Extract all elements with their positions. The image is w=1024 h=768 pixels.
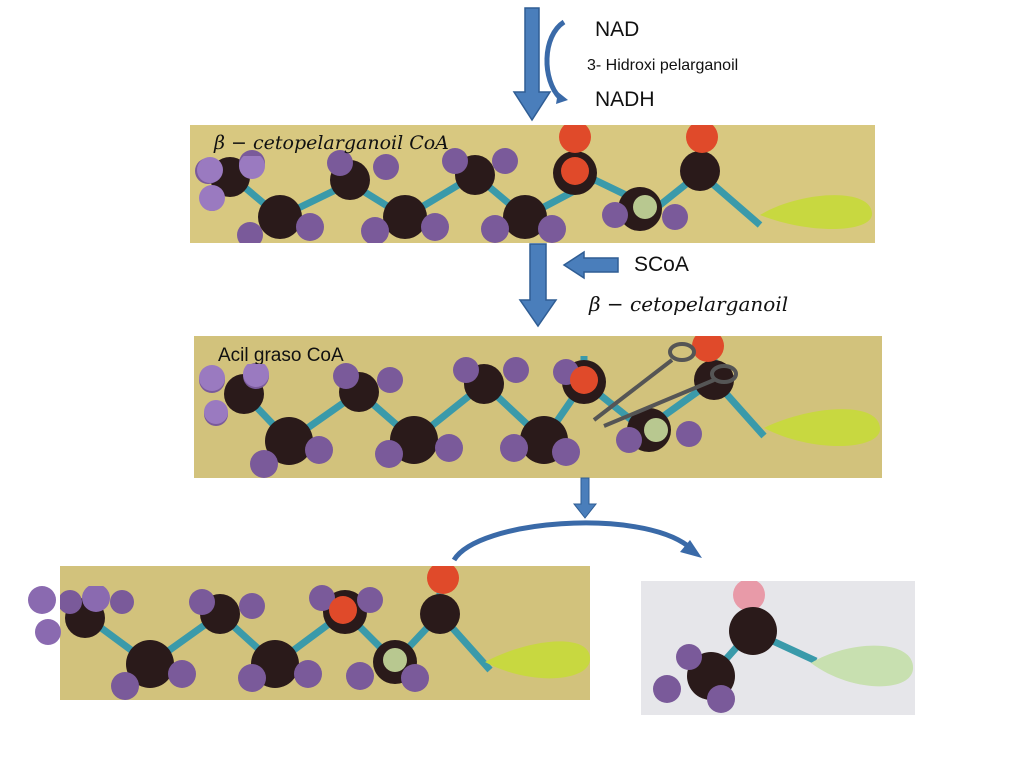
molecule-model-photo-4 — [641, 581, 915, 715]
loose-hydrogen-atoms-top — [194, 153, 274, 216]
nadh-label: NADH — [595, 88, 655, 111]
scoa-left-arrow — [562, 250, 622, 280]
substrate-label: 3- Hidroxi pelarganoil — [587, 57, 739, 74]
product-label: β − cetopelarganoil — [589, 292, 789, 316]
molecule-model-photo-2 — [194, 336, 882, 478]
split-curved-arrow — [448, 512, 710, 564]
scoa-label: SCoA — [634, 253, 689, 276]
main-down-arrow-1 — [512, 7, 552, 122]
photo2-caption: Acil graso CoA — [218, 345, 344, 366]
loose-hydrogen-atoms-mid — [196, 361, 276, 428]
photo1-caption: β − cetopelarganoil CoA — [214, 132, 449, 154]
cofactor-curved-arrow — [538, 18, 578, 108]
loose-hydrogen-atoms — [26, 584, 116, 646]
main-down-arrow-2 — [518, 243, 558, 328]
molecule-model-photo-3 — [60, 566, 590, 700]
nad-label: NAD — [595, 18, 640, 41]
main-down-arrow-3 — [572, 477, 598, 520]
molecule-model-photo-1 — [190, 125, 875, 243]
